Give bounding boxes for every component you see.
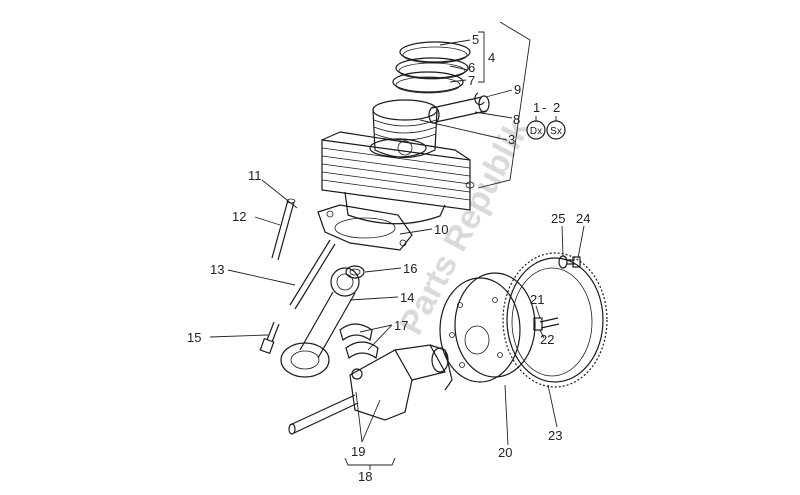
callout-12: 12 — [232, 209, 246, 224]
piston — [372, 99, 438, 159]
callout-dash: - — [542, 100, 546, 115]
callout-11: 11 — [248, 168, 262, 183]
callout-7: 7 — [468, 73, 475, 88]
callout-3: 3 — [508, 132, 515, 147]
washer — [558, 255, 568, 269]
callout-13: 13 — [210, 262, 224, 277]
callout-21: 21 — [530, 292, 544, 307]
callout-20: 20 — [498, 445, 512, 460]
callout-23: 23 — [548, 428, 562, 443]
base-gasket — [317, 204, 413, 251]
small-end-bush — [345, 265, 365, 279]
callout-6: 6 — [468, 60, 475, 75]
ring-gear — [502, 252, 608, 388]
badge-sx-label: Sx — [550, 126, 562, 137]
callout-1: 1 — [533, 100, 540, 115]
circlip — [474, 92, 485, 106]
side-badges: Dx Sx — [526, 116, 566, 140]
callout-9: 9 — [514, 82, 521, 97]
cylinder — [321, 131, 475, 225]
long-stud — [289, 239, 336, 310]
callout-15: 15 — [187, 330, 201, 345]
conrod-bolt — [259, 321, 280, 355]
piston-pin — [428, 95, 490, 124]
badge-dx — [526, 120, 546, 140]
callout-4: 4 — [488, 50, 495, 65]
badge-sx — [546, 120, 566, 140]
callout-5: 5 — [472, 32, 479, 47]
piston-rings — [392, 41, 471, 94]
callout-18: 18 — [358, 469, 372, 484]
callout-22: 22 — [540, 332, 554, 347]
callout-24: 24 — [576, 211, 590, 226]
crankshaft — [288, 344, 453, 435]
callout-16: 16 — [403, 261, 417, 276]
callout-2: 2 — [553, 100, 560, 115]
stud — [271, 198, 296, 261]
main-bearings — [339, 323, 379, 360]
callout-19: 19 — [351, 444, 365, 459]
callout-10: 10 — [434, 222, 448, 237]
group-brackets — [344, 21, 531, 470]
flywheel-screw — [533, 317, 560, 331]
callouts: 5 4 6 7 9 8 3 10 11 12 13 16 14 15 17 19… — [187, 32, 590, 484]
leader-lines — [209, 39, 585, 446]
callout-25: 25 — [551, 211, 565, 226]
badge-dx-label: Dx — [530, 126, 542, 137]
callout-14: 14 — [400, 290, 414, 305]
callout-17: 17 — [394, 318, 408, 333]
flywheel — [439, 272, 536, 383]
ring-gear-screw — [566, 256, 581, 268]
callout-8: 8 — [513, 112, 520, 127]
connecting-rod — [280, 267, 360, 378]
